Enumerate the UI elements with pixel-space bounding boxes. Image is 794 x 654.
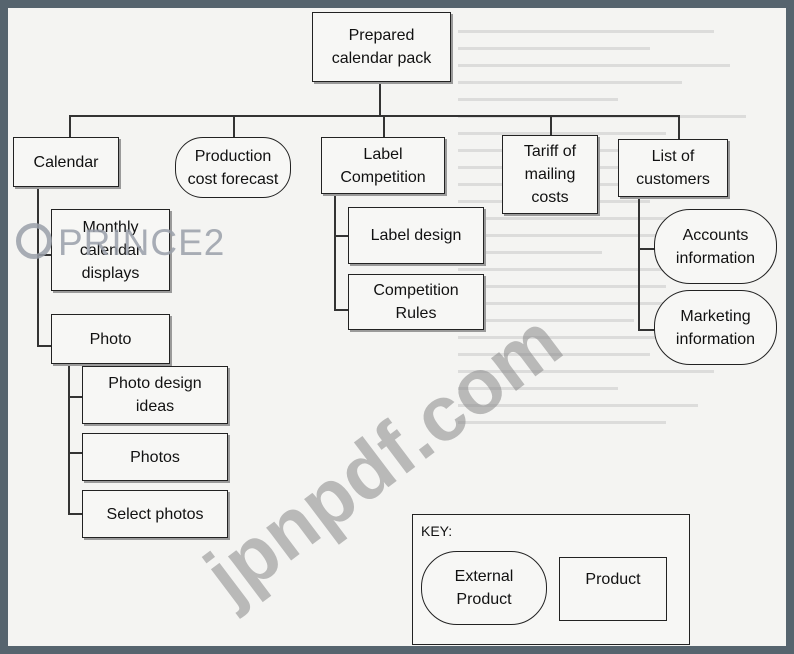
node-monthly-calendar-displays: Monthly calendar displays xyxy=(51,209,170,291)
node-label-competition: Label Competition xyxy=(321,137,445,194)
node-select-photos: Select photos xyxy=(82,490,228,538)
connector xyxy=(233,115,235,145)
node-marketing-information: Marketing information xyxy=(654,290,777,365)
node-label: List of customers xyxy=(636,148,710,188)
node-label-design: Label design xyxy=(348,207,484,264)
connector xyxy=(334,235,348,237)
connector xyxy=(638,329,656,331)
node-calendar: Calendar xyxy=(13,137,119,187)
connector xyxy=(379,82,381,116)
legend-key: KEY: External Product Product xyxy=(412,514,690,645)
connector xyxy=(37,345,51,347)
connector xyxy=(678,115,680,145)
node-label: Competition Rules xyxy=(373,282,459,322)
connector xyxy=(383,115,385,145)
legend-external-product: External Product xyxy=(421,551,547,625)
node-label: Label Competition xyxy=(340,145,426,186)
node-tariff-of-mailing-costs: Tariff of mailing costs xyxy=(502,135,598,214)
node-label: Photo xyxy=(89,330,132,348)
legend-title: KEY: xyxy=(421,523,453,539)
node-production-cost-forecast: Production cost forecast xyxy=(175,137,291,198)
node-label: Product xyxy=(585,571,641,588)
node-photo-design-ideas: Photo design ideas xyxy=(82,366,228,424)
node-competition-rules: Competition Rules xyxy=(348,274,484,330)
connector xyxy=(69,115,71,145)
node-prepared-calendar-pack: Prepared calendar pack xyxy=(312,12,451,82)
node-label: Prepared calendar pack xyxy=(331,27,432,67)
connector xyxy=(37,188,39,346)
node-label: Accounts information xyxy=(675,226,756,267)
node-label: Photos xyxy=(130,448,180,466)
connector xyxy=(638,196,640,330)
connector xyxy=(68,452,82,454)
node-label: Marketing information xyxy=(675,307,756,348)
faded-background-text xyxy=(458,16,778,556)
node-label: Monthly calendar displays xyxy=(79,218,142,282)
node-label: Production cost forecast xyxy=(187,147,279,188)
connector xyxy=(68,364,70,514)
watermark-logo-text: PRINCE2 xyxy=(58,222,226,263)
node-list-of-customers: List of customers xyxy=(618,139,728,197)
connector xyxy=(550,115,552,145)
node-label: Tariff of mailing costs xyxy=(523,143,577,206)
connector xyxy=(334,194,336,310)
node-label: Label design xyxy=(370,227,462,244)
connector xyxy=(68,513,82,515)
node-label: External Product xyxy=(454,568,514,608)
connector xyxy=(68,396,82,398)
connector xyxy=(69,115,679,117)
node-label: Select photos xyxy=(106,505,204,523)
node-accounts-information: Accounts information xyxy=(654,209,777,284)
node-label: Calendar xyxy=(33,153,99,171)
node-label: Photo design ideas xyxy=(108,375,202,415)
prince2-watermark-logo: PRINCE2 xyxy=(16,222,225,264)
node-photo: Photo xyxy=(51,314,170,364)
node-photos: Photos xyxy=(82,433,228,481)
connector xyxy=(334,309,348,311)
connector xyxy=(638,248,656,250)
legend-product: Product xyxy=(559,557,667,621)
